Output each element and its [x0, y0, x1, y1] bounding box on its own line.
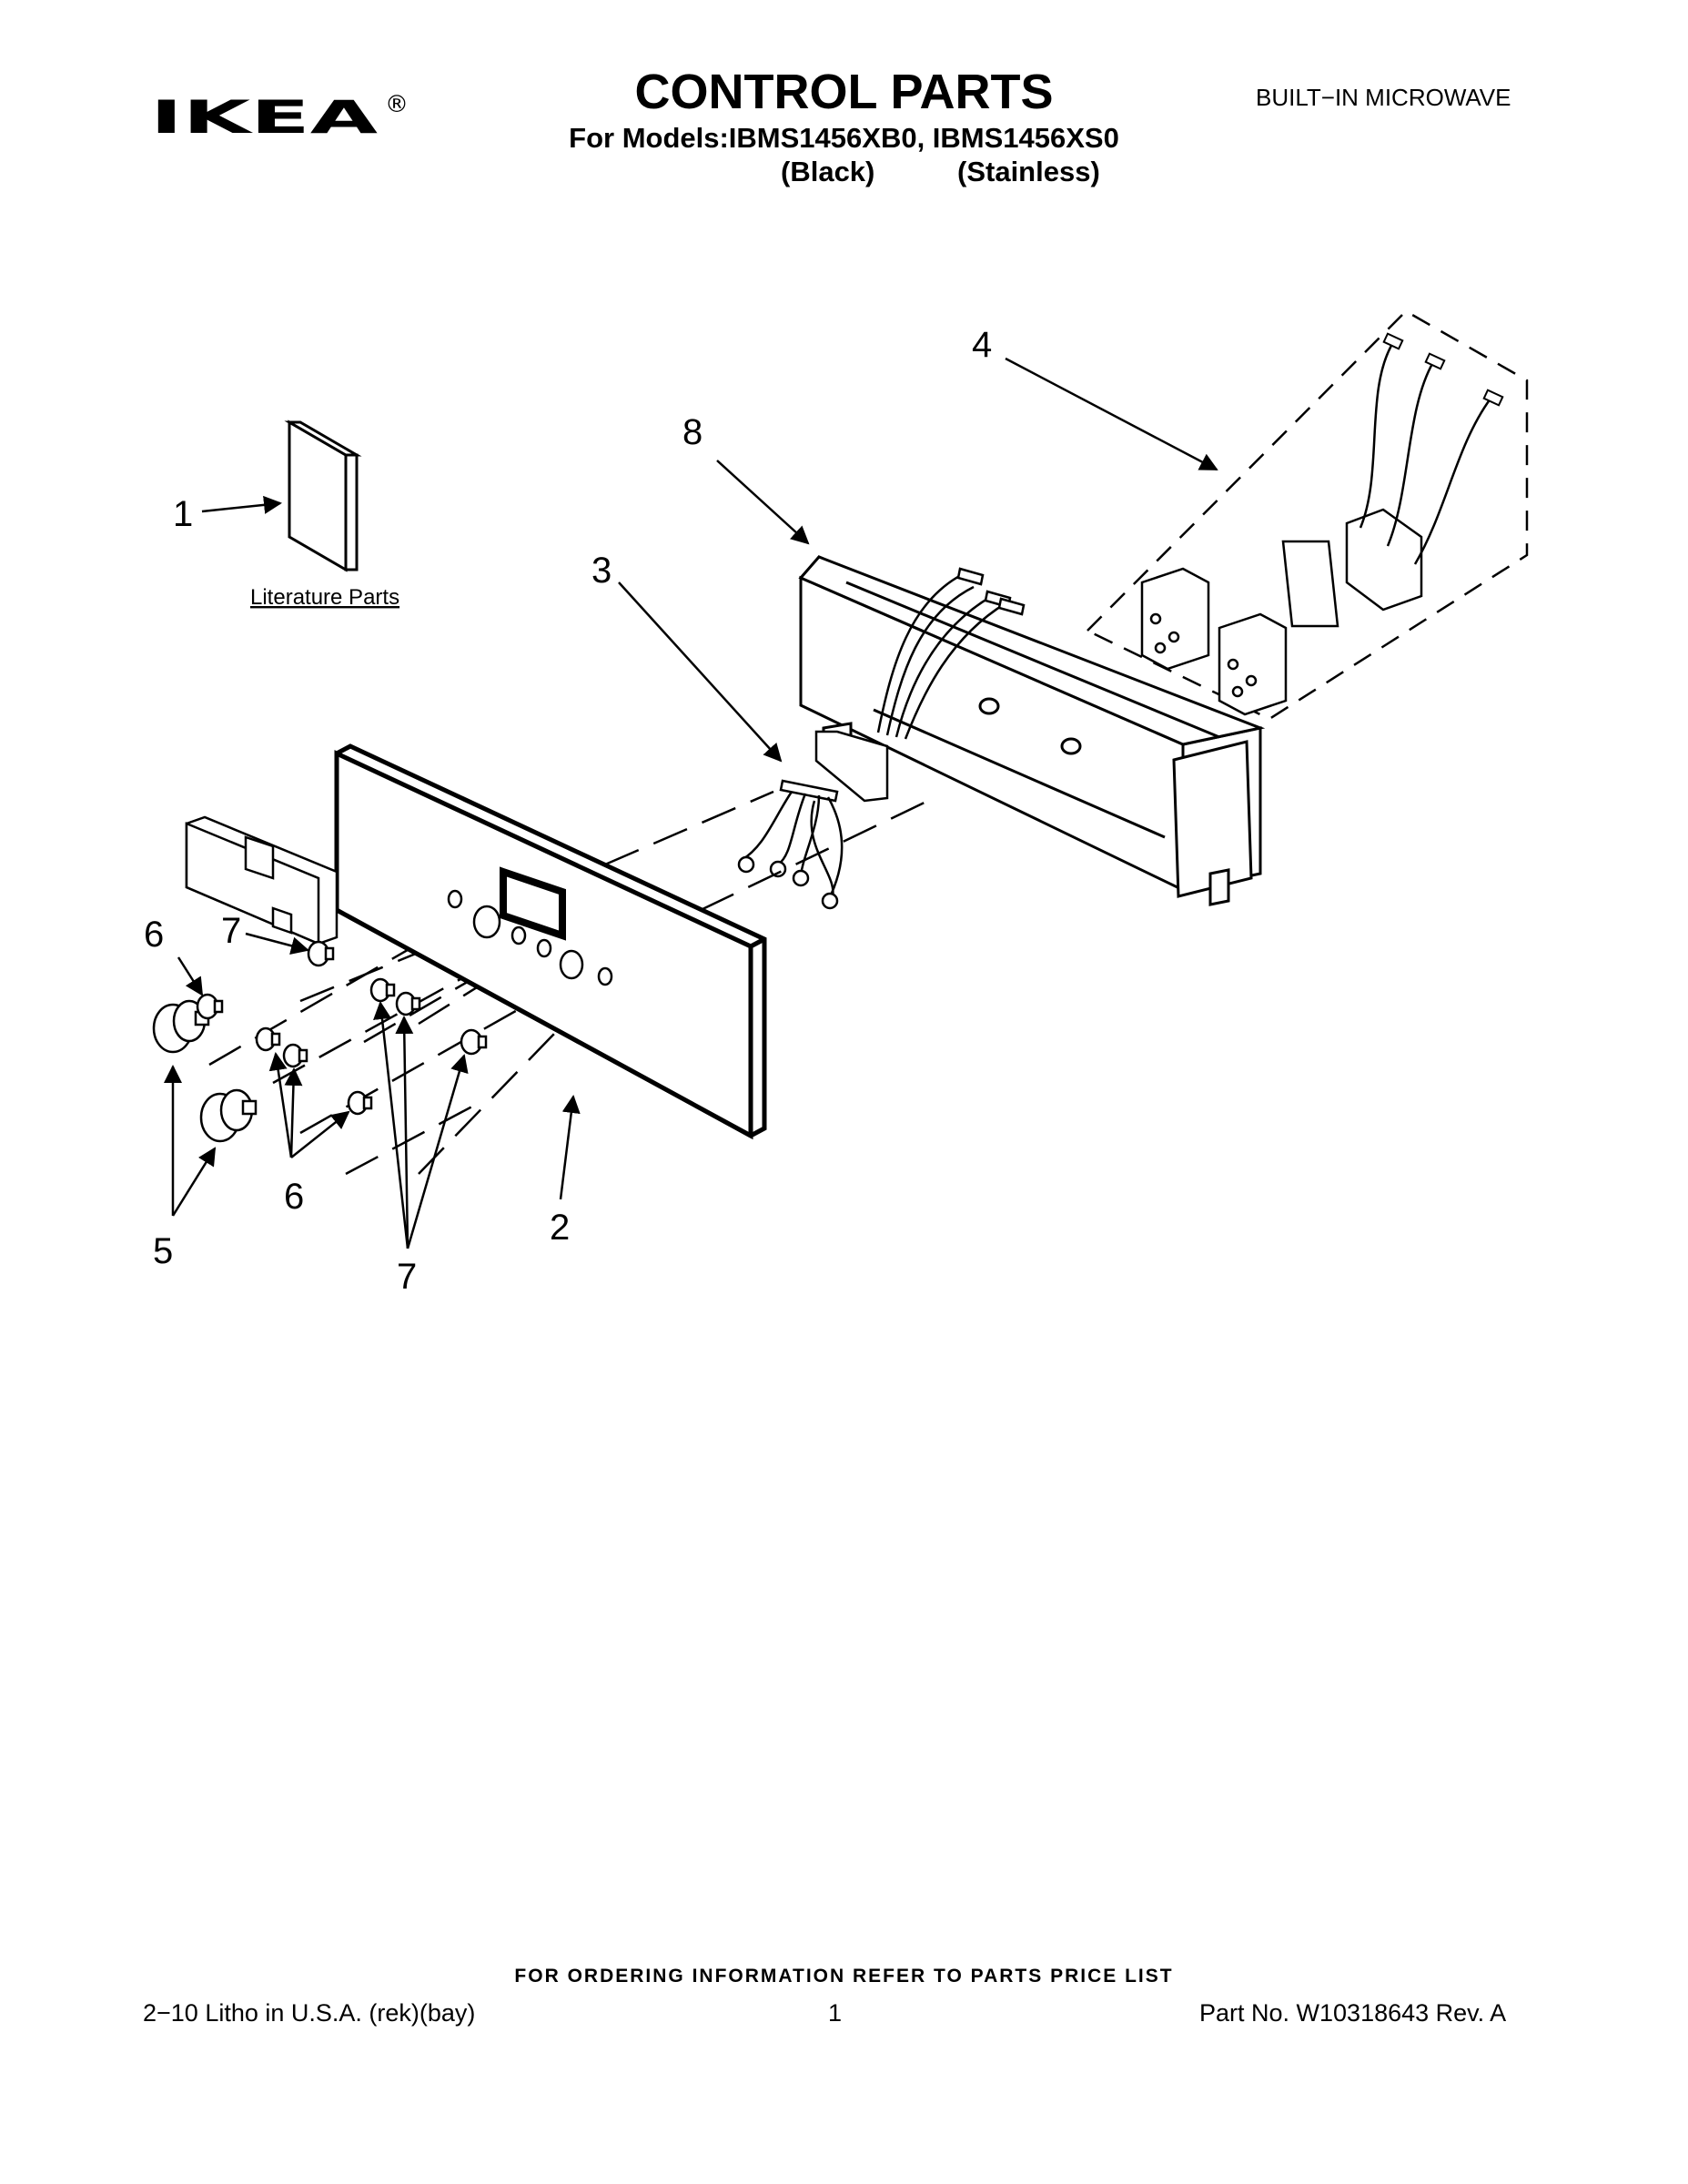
display-lens — [185, 815, 339, 945]
ordering-note: FOR ORDERING INFORMATION REFER TO PARTS … — [514, 1966, 1174, 1987]
electronic-control-assembly — [1085, 309, 1529, 721]
callout-6b: 6 — [284, 1177, 304, 1217]
litho-info: 2−10 Litho in U.S.A. (rek)(bay) — [143, 1999, 476, 2027]
ikea-logo: IKEA ® — [150, 91, 409, 141]
grommets — [196, 993, 373, 1116]
housing-wire-harness — [876, 567, 1026, 740]
control-housing — [798, 555, 1266, 906]
finish-black-label: (Black) — [781, 156, 875, 187]
control-knobs — [152, 999, 258, 1143]
literature-parts-label: Literature Parts — [250, 585, 399, 610]
page-number: 1 — [828, 1999, 843, 2027]
callout-8: 8 — [682, 412, 702, 452]
literature-booklet — [284, 420, 362, 572]
svg-text:®: ® — [385, 91, 409, 118]
knob-inserts — [307, 940, 488, 1056]
callout-5: 5 — [153, 1231, 173, 1271]
finish-stainless-label: (Stainless) — [957, 156, 1100, 187]
callout-6a: 6 — [144, 915, 164, 955]
wire-harness — [737, 730, 889, 910]
part-number: Part No. W10318643 Rev. A — [1199, 1999, 1507, 2027]
callout-2: 2 — [550, 1208, 570, 1248]
product-type: BUILT−IN MICROWAVE — [1256, 84, 1511, 111]
callout-7b: 7 — [397, 1257, 417, 1297]
svg-text:IKEA: IKEA — [150, 92, 379, 141]
callout-7a: 7 — [221, 911, 241, 951]
page-title: CONTROL PARTS — [634, 65, 1054, 119]
callout-3: 3 — [591, 551, 612, 591]
callout-1: 1 — [173, 494, 193, 534]
callout-4: 4 — [972, 325, 992, 365]
models-line: For Models:IBMS1456XB0, IBMS1456XS0 — [569, 122, 1119, 154]
